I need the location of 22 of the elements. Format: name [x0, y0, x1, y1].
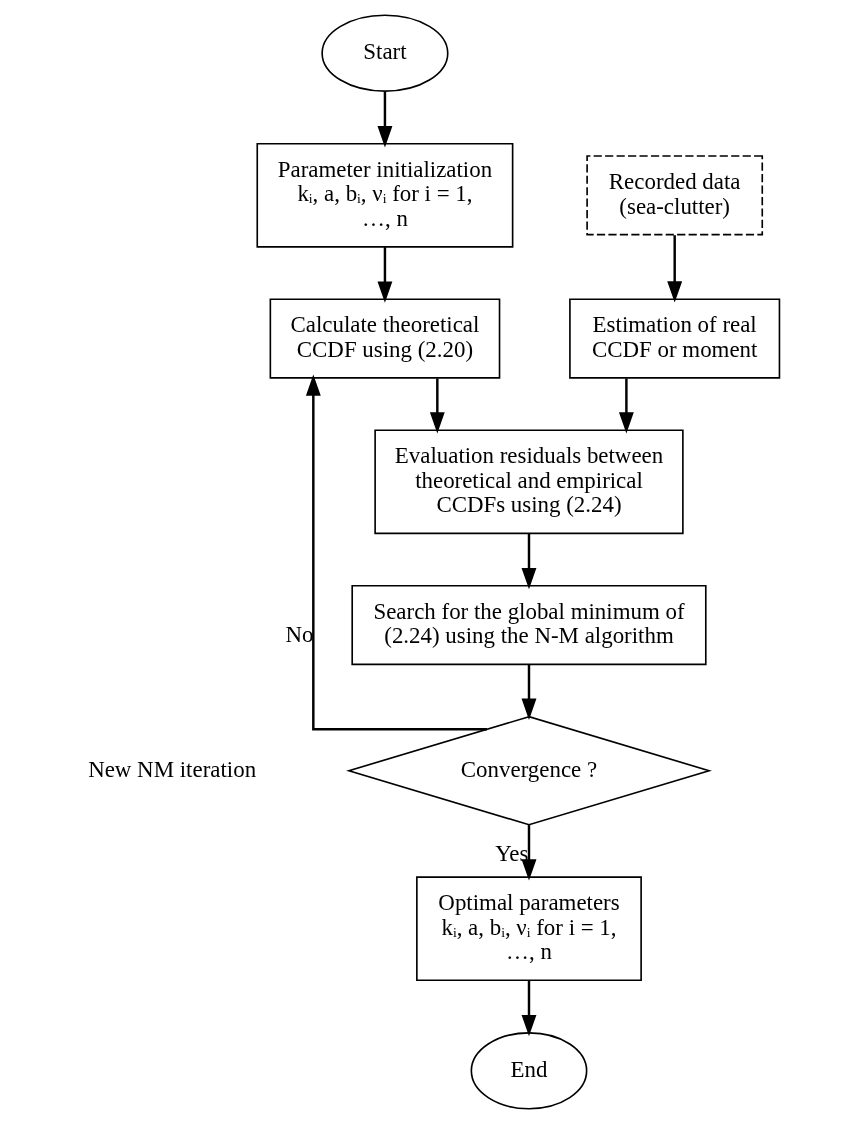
node-box: Evaluation residuals between theoretical and empirical CCDFs using (2.24): [374, 429, 684, 535]
arrow: [305, 374, 487, 731]
arrow: [521, 664, 537, 720]
arrow: [521, 825, 537, 881]
arrow: [521, 980, 537, 1037]
arrow: [429, 378, 445, 434]
node-ellipse: End: [470, 1032, 588, 1110]
arrow: [377, 247, 393, 303]
arrow: [667, 235, 683, 303]
node-box: Parameter initialization kᵢ, a, bᵢ, νᵢ for i = 1, …, n: [256, 142, 514, 248]
node-box: Calculate theoretical CCDF using (2.20): [269, 298, 501, 379]
node-box: Optimal parameters kᵢ, a, bᵢ, νᵢ for i = 1, …, n: [416, 876, 642, 982]
node-box: Recorded data (sea-clutter): [586, 155, 764, 236]
arrow: [521, 533, 537, 590]
node-box: Search for the global minimum of (2.24) using the N-M algorithm: [351, 584, 707, 666]
node-diamond: Convergence ?: [346, 715, 712, 826]
node-box: Estimation of real CCDF or moment: [569, 298, 781, 379]
arrow: [618, 378, 634, 434]
edge-label: Yes: [495, 841, 529, 867]
node-ellipse: Start: [321, 14, 449, 92]
arrow: [377, 92, 393, 148]
label: New NM iteration: [88, 756, 257, 782]
